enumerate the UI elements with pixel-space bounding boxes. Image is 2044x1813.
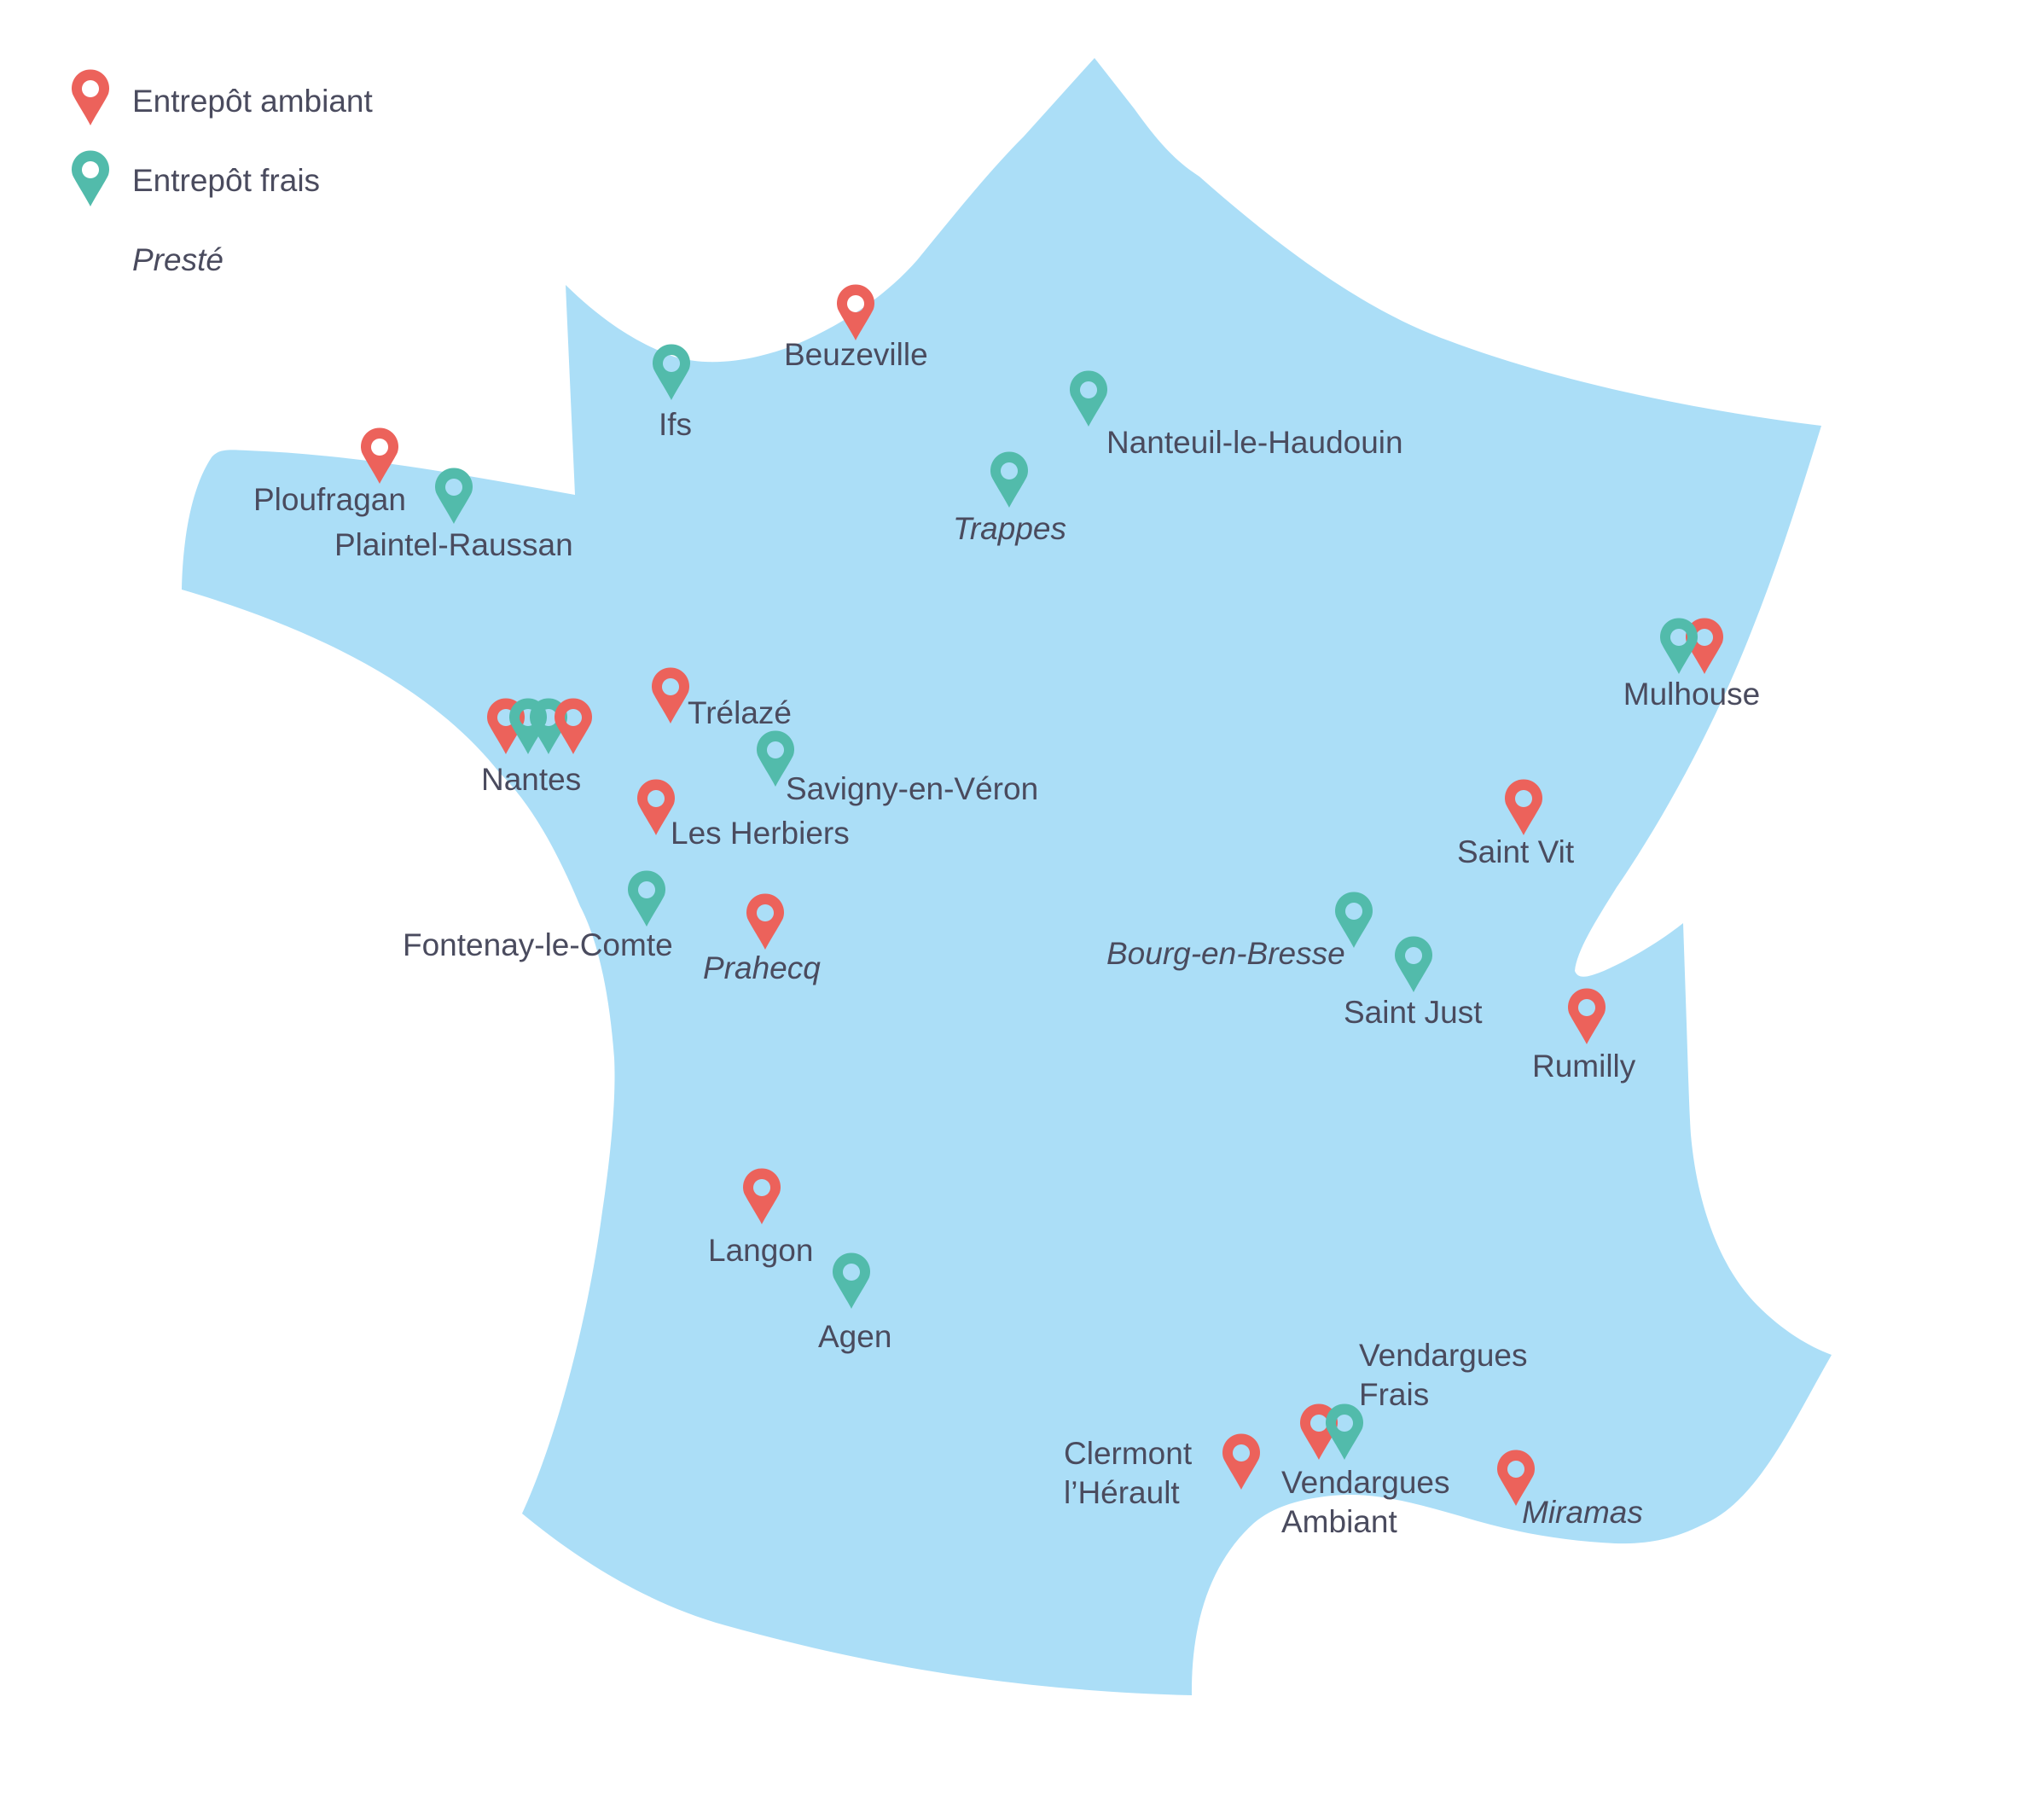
france-land-shape bbox=[182, 58, 1832, 1695]
ambient-warehouse-pin-icon[interactable] bbox=[555, 698, 592, 754]
city-label-line: Beuzeville bbox=[784, 337, 928, 372]
legend-fresh-pin-icon bbox=[72, 150, 109, 206]
ambient-warehouse-pin-icon[interactable] bbox=[361, 427, 398, 484]
ambient-warehouse-pin-icon[interactable] bbox=[637, 779, 675, 835]
city-label-line: Nanteuil-le-Haudouin bbox=[1106, 425, 1403, 460]
city-label-line: Vendargues bbox=[1281, 1465, 1450, 1500]
ambient-warehouse-pin-icon[interactable] bbox=[1497, 1450, 1535, 1506]
city-label: Saint Vit bbox=[1457, 834, 1575, 869]
city-label: Beuzeville bbox=[784, 337, 928, 372]
legend-ambient-label: Entrepôt ambiant bbox=[132, 84, 374, 119]
fresh-warehouse-pin-icon[interactable] bbox=[1395, 936, 1432, 992]
city-label: Trélazé bbox=[688, 695, 792, 730]
city-label-line: Trappes bbox=[953, 511, 1066, 546]
city-label-line: Ploufragan bbox=[253, 482, 406, 517]
city-label-line: Langon bbox=[708, 1233, 813, 1268]
city-label: Mulhouse bbox=[1623, 677, 1760, 712]
fresh-warehouse-pin-icon[interactable] bbox=[757, 730, 794, 787]
city-label-line: Frais bbox=[1359, 1377, 1429, 1412]
ambient-warehouse-pin-icon[interactable] bbox=[746, 893, 784, 950]
city-label: Ploufragan bbox=[253, 482, 406, 517]
fresh-warehouse-pin-icon[interactable] bbox=[1070, 370, 1107, 427]
fresh-warehouse-pin-icon[interactable] bbox=[1326, 1403, 1363, 1460]
city-label-line: Les Herbiers bbox=[671, 816, 850, 851]
legend: Entrepôt ambiant Entrepôt frais Presté bbox=[72, 69, 374, 277]
city-label-line: Trélazé bbox=[688, 695, 792, 730]
city-label-line: Saint Just bbox=[1344, 995, 1483, 1030]
city-label: Bourg-en-Bresse bbox=[1106, 936, 1345, 971]
city-label-line: Agen bbox=[818, 1319, 891, 1354]
city-label-line: Prahecq bbox=[703, 950, 821, 985]
legend-fresh-pin-icon bbox=[72, 150, 109, 206]
city-label: Ifs bbox=[659, 407, 692, 442]
legend-outsourced-label: Presté bbox=[132, 242, 224, 277]
city-label-line: Ambiant bbox=[1281, 1504, 1397, 1539]
legend-ambient-pin-icon bbox=[72, 69, 109, 125]
legend-ambient-pin-icon bbox=[72, 69, 109, 125]
legend-fresh-label: Entrepôt frais bbox=[132, 163, 320, 198]
ambient-warehouse-pin-icon[interactable] bbox=[743, 1168, 781, 1224]
fresh-warehouse-pin-icon[interactable] bbox=[833, 1252, 870, 1309]
city-label-line: Nantes bbox=[481, 762, 581, 797]
ambient-warehouse-pin-icon[interactable] bbox=[1505, 779, 1542, 835]
ambient-warehouse-pin-icon[interactable] bbox=[1568, 988, 1606, 1044]
warehouse-markers bbox=[361, 284, 1723, 1506]
fresh-warehouse-pin-icon[interactable] bbox=[1660, 618, 1698, 674]
city-label-line: l’Hérault bbox=[1064, 1475, 1180, 1510]
ambient-warehouse-pin-icon[interactable] bbox=[837, 284, 874, 340]
city-label-line: Ifs bbox=[659, 407, 692, 442]
city-label: Plaintel-Raussan bbox=[334, 527, 573, 562]
fresh-warehouse-pin-icon[interactable] bbox=[990, 451, 1028, 508]
city-label-line: Clermont bbox=[1064, 1436, 1193, 1471]
city-label-line: Fontenay-le-Comte bbox=[403, 927, 673, 962]
city-label-line: Rumilly bbox=[1532, 1049, 1636, 1084]
fresh-warehouse-pin-icon[interactable] bbox=[1335, 892, 1373, 948]
ambient-warehouse-pin-icon[interactable] bbox=[1222, 1433, 1260, 1490]
city-label-line: Savigny-en-Véron bbox=[786, 771, 1038, 806]
city-label: Fontenay-le-Comte bbox=[403, 927, 673, 962]
city-label: Miramas bbox=[1522, 1495, 1643, 1530]
city-label-line: Mulhouse bbox=[1623, 677, 1760, 712]
fresh-warehouse-pin-icon[interactable] bbox=[628, 870, 665, 927]
city-label-line: Miramas bbox=[1522, 1495, 1643, 1530]
city-labels: BeuzevilleIfsNanteuil-le-HaudouinPloufra… bbox=[253, 337, 1760, 1539]
city-label: Agen bbox=[818, 1319, 891, 1354]
ambient-warehouse-pin-icon[interactable] bbox=[652, 667, 689, 723]
city-label: Rumilly bbox=[1532, 1049, 1636, 1084]
city-label: Savigny-en-Véron bbox=[786, 771, 1038, 806]
city-label-line: Bourg-en-Bresse bbox=[1106, 936, 1345, 971]
city-label: Saint Just bbox=[1344, 995, 1483, 1030]
city-label: Les Herbiers bbox=[671, 816, 850, 851]
fresh-warehouse-pin-icon[interactable] bbox=[653, 344, 690, 400]
city-label-line: Vendargues bbox=[1359, 1338, 1528, 1373]
city-label: Nantes bbox=[481, 762, 581, 797]
city-label-line: Saint Vit bbox=[1457, 834, 1575, 869]
fresh-warehouse-pin-icon[interactable] bbox=[435, 468, 473, 524]
city-label: Langon bbox=[708, 1233, 813, 1268]
city-label: Trappes bbox=[953, 511, 1066, 546]
city-label: Nanteuil-le-Haudouin bbox=[1106, 425, 1403, 460]
city-label: Prahecq bbox=[703, 950, 821, 985]
city-label-line: Plaintel-Raussan bbox=[334, 527, 573, 562]
city-label: Clermont l’Hérault bbox=[1064, 1436, 1193, 1510]
